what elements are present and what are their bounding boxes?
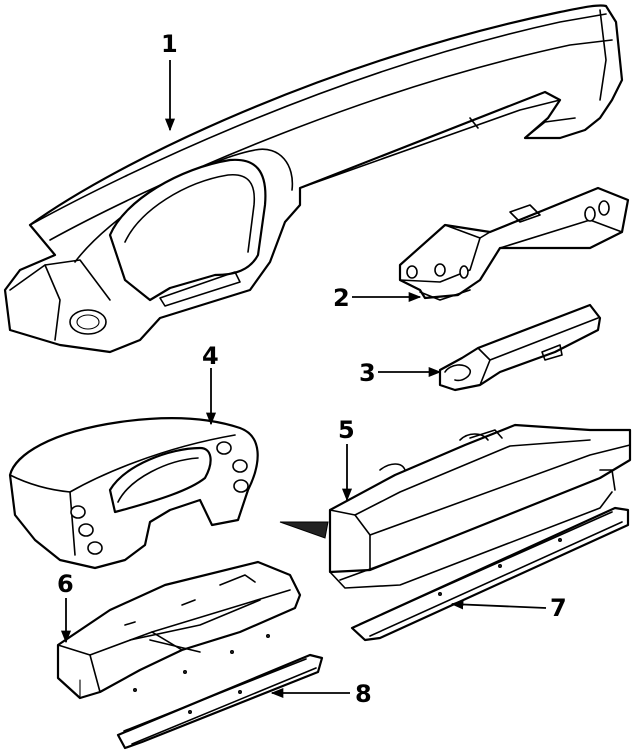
part-8-lower-trim-strip xyxy=(116,653,324,750)
callouts: 1 2 3 4 5 6 7 8 xyxy=(57,30,567,708)
callout-2: 2 xyxy=(333,284,350,312)
part-6-lower-housing xyxy=(56,560,302,700)
part-3-bracket xyxy=(438,303,602,392)
callout-6: 6 xyxy=(57,570,74,598)
callout-7: 7 xyxy=(550,594,567,622)
callout-8: 8 xyxy=(355,680,372,708)
part-1-dashboard-pad xyxy=(3,4,624,354)
leader-7 xyxy=(450,599,547,610)
leader-lines xyxy=(60,60,547,699)
part-5-glove-box xyxy=(279,423,632,589)
callout-4: 4 xyxy=(202,342,219,370)
callout-5: 5 xyxy=(338,416,355,444)
part-7-trim-strip xyxy=(350,506,630,642)
part-4-cluster-bezel xyxy=(8,417,259,570)
callout-1: 1 xyxy=(161,30,178,58)
part-2-bracket xyxy=(398,186,630,301)
callout-3: 3 xyxy=(359,359,376,387)
